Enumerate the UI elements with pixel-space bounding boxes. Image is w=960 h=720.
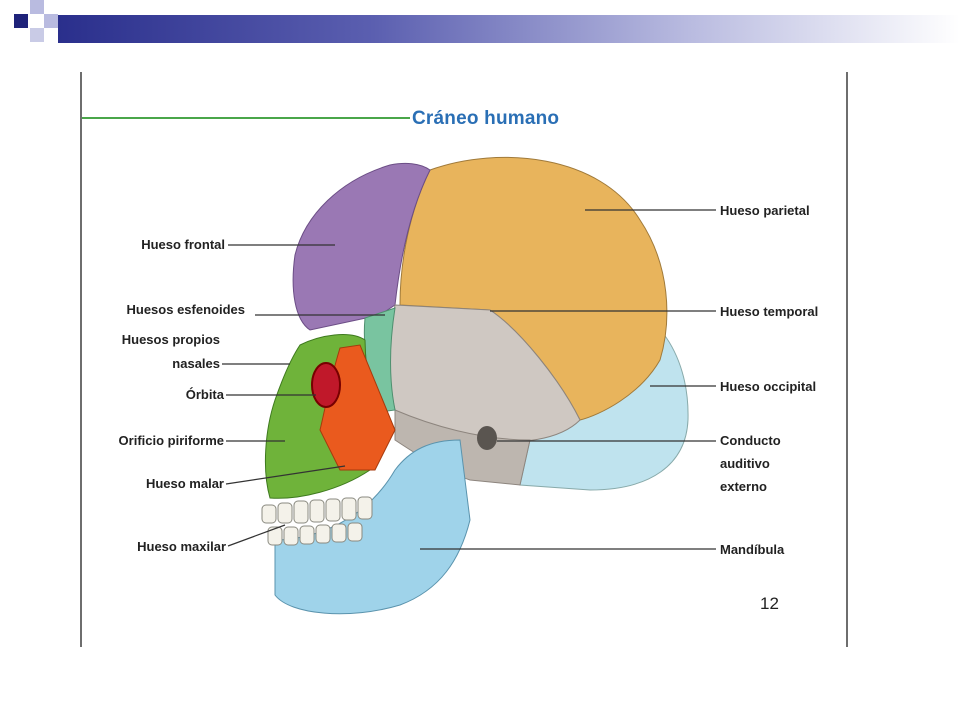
frontal-bone <box>292 162 431 331</box>
label-hueso-frontal: Hueso frontal <box>141 237 225 252</box>
label-hueso-occipital: Hueso occipital <box>720 379 817 394</box>
label-orificio-piriforme: Orificio piriforme <box>118 433 224 448</box>
header-square-light <box>30 28 44 42</box>
header-square-light <box>30 0 44 14</box>
header-band <box>58 15 960 43</box>
label-conducto: Conducto <box>720 433 781 448</box>
leader-lines <box>222 209 716 550</box>
label-nasales: nasales <box>172 356 220 371</box>
label-hueso-parietal: Hueso parietal <box>720 203 810 218</box>
label-orbita: Órbita <box>185 387 224 402</box>
header-square-light <box>44 14 58 28</box>
header-square-dark <box>14 14 28 28</box>
figure-title: Cráneo humano <box>412 108 560 129</box>
label-huesos-propios: Huesos propios <box>121 332 220 347</box>
label-externo: externo <box>720 479 767 494</box>
parietal-bone <box>399 156 668 421</box>
orbit <box>311 362 341 408</box>
label-hueso-maxilar: Hueso maxilar <box>137 539 226 554</box>
label-mandibula: Mandíbula <box>720 542 785 557</box>
label-auditivo: auditivo <box>720 456 770 471</box>
teeth <box>261 496 373 546</box>
label-hueso-temporal: Hueso temporal <box>720 304 819 319</box>
title-rule <box>82 117 410 119</box>
page-number: 12 <box>760 594 779 613</box>
label-hueso-malar: Hueso malar <box>145 476 224 491</box>
cranial-base <box>394 409 531 486</box>
ear-canal <box>477 426 497 450</box>
label-huesos-esfenoides: Huesos esfenoides <box>126 302 246 317</box>
